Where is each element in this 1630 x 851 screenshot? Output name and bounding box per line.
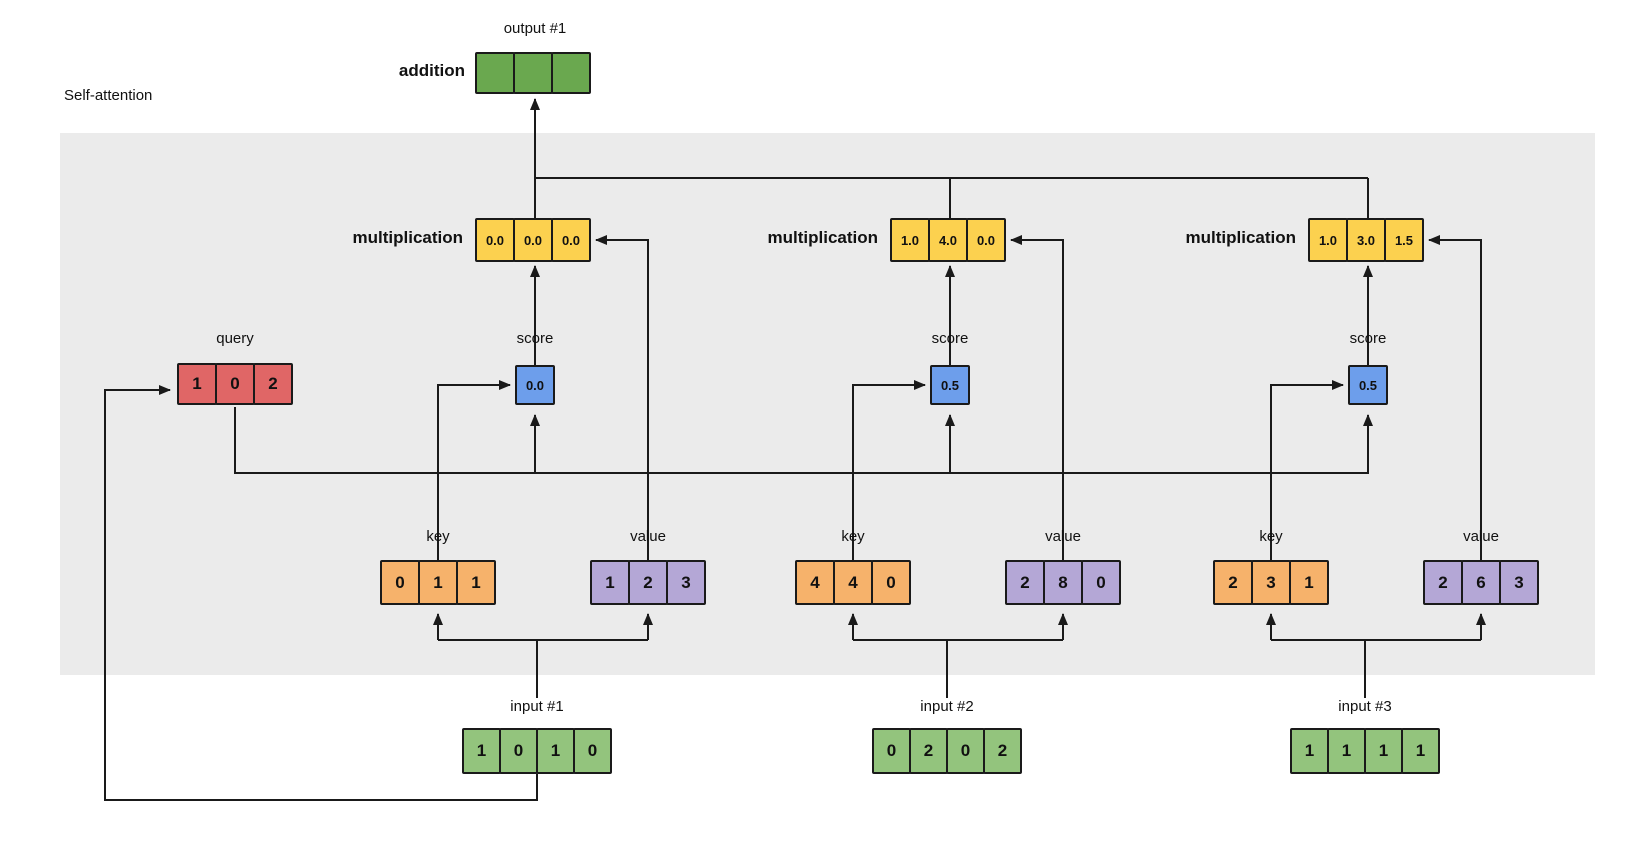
vector-cell: 2: [1005, 560, 1045, 605]
vector-cell: 1: [177, 363, 217, 405]
value-label: value: [1463, 528, 1499, 545]
vector-cell: 1: [1327, 728, 1366, 774]
value-vector: 2 6 3: [1423, 560, 1539, 605]
vector-cell: 0.0: [551, 218, 591, 262]
multiplication-label: multiplication: [767, 228, 879, 247]
vector-cell: 2: [983, 728, 1022, 774]
vector-cell: 6: [1461, 560, 1501, 605]
score-box: 0.5: [1348, 365, 1388, 405]
multiplication-label: multiplication: [352, 228, 464, 247]
vector-cell: 0.0: [513, 218, 553, 262]
key-label: key: [426, 528, 450, 545]
score-label: score: [516, 330, 554, 347]
output-vector: [475, 52, 591, 94]
vector-cell: 1: [462, 728, 501, 774]
vector-cell: 2: [1213, 560, 1253, 605]
vector-cell: [513, 52, 553, 94]
key-to-score-arrows: [437, 380, 1344, 560]
multiplication-vector: 1.0 4.0 0.0: [890, 218, 1006, 262]
multiplication-vector: 0.0 0.0 0.0: [475, 218, 591, 262]
addition-operation-label: addition: [398, 61, 465, 80]
vector-cell: 1: [536, 728, 575, 774]
vector-cell: 1: [1401, 728, 1440, 774]
input-vector: 0 2 0 2: [872, 728, 1022, 774]
vector-cell: 4: [795, 560, 835, 605]
score-label: score: [931, 330, 969, 347]
query-vector: 1 0 2: [177, 363, 293, 405]
input-vector: 1 0 1 0: [462, 728, 612, 774]
vector-cell: 1: [1364, 728, 1403, 774]
vector-cell: 1.0: [1308, 218, 1348, 262]
vector-cell: 0: [499, 728, 538, 774]
vector-cell: [475, 52, 515, 94]
vector-cell: [551, 52, 591, 94]
vector-cell: 3: [1251, 560, 1291, 605]
multiplication-to-addition-arrows: [530, 98, 1369, 218]
score-cell: 0.0: [515, 365, 555, 405]
vector-cell: 0: [1081, 560, 1121, 605]
score-box: 0.5: [930, 365, 970, 405]
vector-cell: 0: [573, 728, 612, 774]
vector-cell: 1: [1290, 728, 1329, 774]
diagram-title: Self-attention: [64, 87, 153, 104]
query-label: query: [216, 330, 254, 347]
vector-cell: 1: [456, 560, 496, 605]
key-label: key: [1259, 528, 1283, 545]
input-label: input #1: [510, 698, 564, 715]
value-to-multiplication-arrows: [595, 235, 1482, 560]
key-label: key: [841, 528, 865, 545]
key-vector: 0 1 1: [380, 560, 496, 605]
input-label: input #2: [920, 698, 974, 715]
vector-cell: 3: [666, 560, 706, 605]
key-vector: 4 4 0: [795, 560, 911, 605]
vector-cell: 0: [946, 728, 985, 774]
vector-cell: 0.0: [475, 218, 515, 262]
vector-cell: 8: [1043, 560, 1083, 605]
multiplication-label: multiplication: [1185, 228, 1297, 247]
vector-cell: 4: [833, 560, 873, 605]
vector-cell: 4.0: [928, 218, 968, 262]
input-label: input #3: [1338, 698, 1392, 715]
vector-cell: 3.0: [1346, 218, 1386, 262]
vector-cell: 1.0: [890, 218, 930, 262]
score-label: score: [1349, 330, 1387, 347]
score-box: 0.0: [515, 365, 555, 405]
score-cell: 0.5: [930, 365, 970, 405]
vector-cell: 2: [628, 560, 668, 605]
score-cell: 0.5: [1348, 365, 1388, 405]
score-to-multiplication-arrows: [530, 265, 1373, 365]
vector-cell: 1: [1289, 560, 1329, 605]
vector-cell: 2: [1423, 560, 1463, 605]
input-vector: 1 1 1 1: [1290, 728, 1440, 774]
output-label: output #1: [503, 20, 567, 37]
value-label: value: [1045, 528, 1081, 545]
vector-cell: 2: [909, 728, 948, 774]
multiplication-vector: 1.0 3.0 1.5: [1308, 218, 1424, 262]
value-vector: 2 8 0: [1005, 560, 1121, 605]
vector-cell: 2: [253, 363, 293, 405]
vector-cell: 0: [872, 728, 911, 774]
vector-cell: 1: [590, 560, 630, 605]
vector-cell: 0: [871, 560, 911, 605]
vector-cell: 0: [215, 363, 255, 405]
vector-cell: 0.0: [966, 218, 1006, 262]
vector-cell: 0: [380, 560, 420, 605]
query-to-scores-arrows: [234, 407, 1373, 474]
value-label: value: [630, 528, 666, 545]
value-vector: 1 2 3: [590, 560, 706, 605]
vector-cell: 1: [418, 560, 458, 605]
key-vector: 2 3 1: [1213, 560, 1329, 605]
vector-cell: 3: [1499, 560, 1539, 605]
input1-to-query-arrow: [104, 385, 538, 801]
input-to-key-value-arrows: [433, 613, 1486, 698]
vector-cell: 1.5: [1384, 218, 1424, 262]
